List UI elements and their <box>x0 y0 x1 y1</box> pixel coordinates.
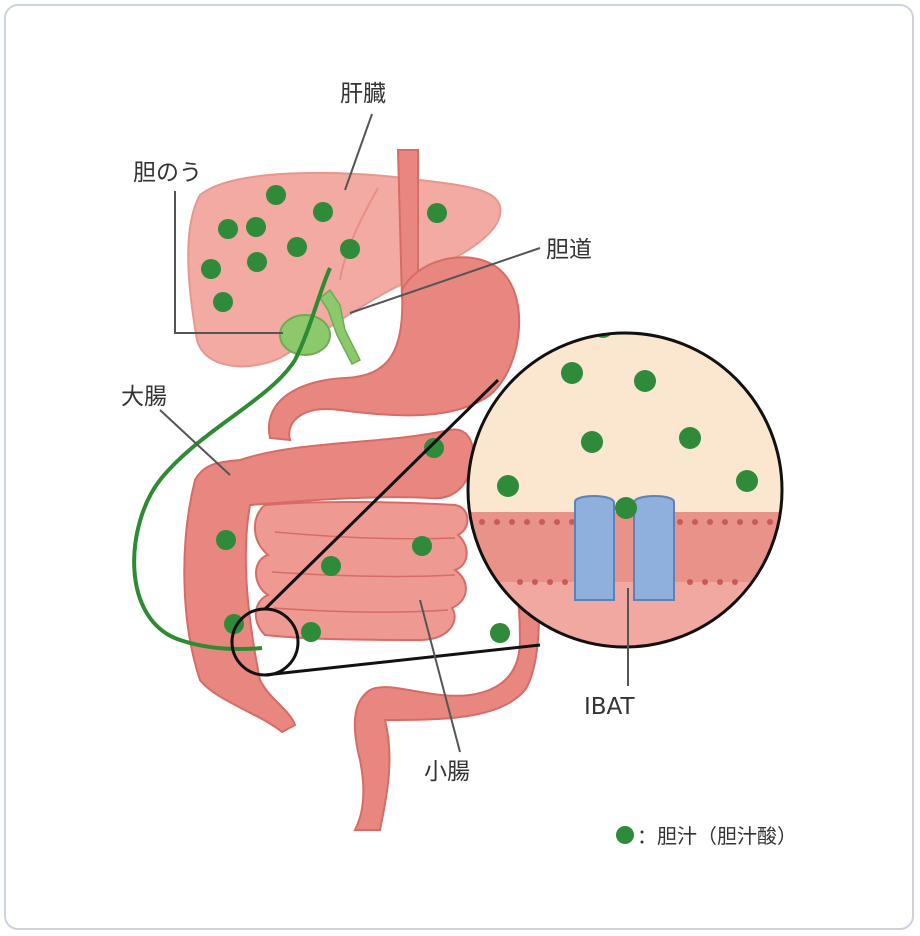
bile-dot <box>224 614 244 634</box>
bile-dot <box>581 431 603 453</box>
bile-dot <box>266 185 286 205</box>
leader-lines <box>159 113 629 753</box>
label-gallbladder: 胆のう <box>133 160 202 186</box>
bile-dot <box>340 239 360 259</box>
bile-dot <box>218 219 238 239</box>
bile-dot <box>313 202 333 222</box>
bile-dot <box>246 217 266 237</box>
zoom-line-top <box>263 378 500 611</box>
bile-dot <box>490 623 510 643</box>
zoom-circle <box>466 331 784 649</box>
small-intestine-fold-3 <box>273 607 449 613</box>
bile-dot <box>321 556 341 576</box>
bile-dot <box>216 530 236 550</box>
label-liver: 肝臓 <box>340 81 386 107</box>
bile-dot <box>412 536 432 556</box>
bile-dot <box>497 475 519 497</box>
bile-dot-icon <box>616 826 634 844</box>
bile-dot <box>427 203 447 223</box>
bile-dot <box>247 252 267 272</box>
large-intestine <box>183 428 475 734</box>
bile-dot <box>736 470 758 492</box>
ibat-transporter <box>574 495 615 601</box>
small-intestine-fold-1 <box>274 531 456 540</box>
bile-dots-organs <box>201 185 510 643</box>
stomach <box>267 256 521 442</box>
leader-bile-duct <box>349 247 541 314</box>
wall-pores <box>479 519 773 585</box>
liver-lobe-line <box>339 187 379 281</box>
wall-cell-layer <box>468 512 782 582</box>
legend: ：胆汁（胆汁酸） <box>616 824 797 848</box>
label-large-intestine: 大腸 <box>121 384 167 410</box>
label-ibat: IBAT <box>584 694 636 720</box>
bile-dot <box>679 427 701 449</box>
leader-gallbladder <box>174 191 283 334</box>
label-small-intestine: 小腸 <box>424 759 470 785</box>
bile-circulation-line <box>132 267 332 652</box>
small-intestine <box>253 500 469 642</box>
bile-dot <box>301 622 321 642</box>
bile-dot <box>561 362 583 384</box>
leader-liver <box>344 113 373 191</box>
bile-dot <box>213 292 233 312</box>
ibat-transporter-right <box>633 495 675 601</box>
bile-dot <box>615 497 637 519</box>
leader-large-intestine <box>159 409 231 476</box>
bile-dot <box>287 237 307 257</box>
bile-dot <box>634 370 656 392</box>
small-intestine-fold-2 <box>271 571 456 578</box>
leader-small-intestine <box>419 599 461 753</box>
zoom-bile-dots <box>497 333 758 519</box>
bile-dot <box>424 438 444 458</box>
label-bile-duct: 胆道 <box>546 237 592 263</box>
bile-duct <box>318 288 362 366</box>
zoom-line-bottom <box>264 643 541 677</box>
bile-dot <box>201 259 221 279</box>
legend-text: ：胆汁（胆汁酸） <box>637 824 797 848</box>
